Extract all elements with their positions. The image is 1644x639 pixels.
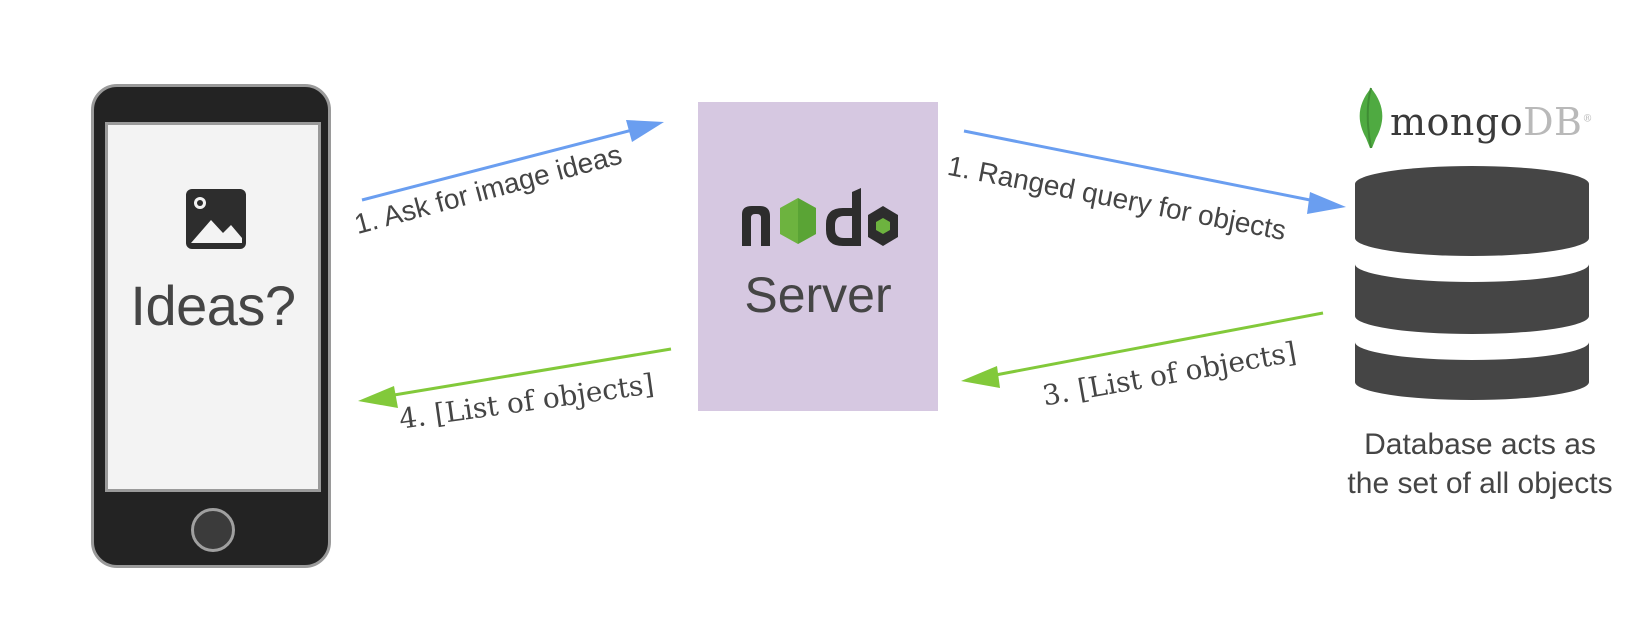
- query-arrow: [963, 129, 1321, 204]
- server-label: Server: [744, 267, 892, 323]
- server-box: Server: [698, 102, 938, 411]
- db-return-arrowhead: [961, 366, 1000, 388]
- phone: Ideas?: [91, 84, 331, 568]
- phone-screen: Ideas?: [105, 122, 321, 492]
- server-return-arrowhead: [358, 386, 398, 408]
- mongo-registered-mark: ®: [1582, 113, 1593, 125]
- home-button[interactable]: [191, 508, 235, 552]
- database-caption-line1: Database acts as: [1364, 428, 1596, 461]
- database-icon: [1355, 166, 1589, 400]
- image-icon: [186, 189, 246, 249]
- database-caption: Database acts as the set of all objects: [1310, 425, 1644, 503]
- database-caption-line2: the set of all objects: [1347, 467, 1613, 500]
- ask-arrow: [361, 126, 641, 202]
- mongodb-wordmark: mongoDB®: [1390, 100, 1593, 144]
- nodejs-logo: [742, 188, 898, 246]
- mongodb-leaf-icon: [1359, 87, 1383, 149]
- server-return-arrow: [381, 347, 672, 399]
- query-arrowhead: [1307, 192, 1346, 214]
- phone-ideas-text: Ideas?: [130, 274, 296, 337]
- mongo-text: mongo: [1390, 100, 1524, 144]
- mongo-db-text: DB: [1523, 100, 1583, 144]
- db-return-arrow: [984, 311, 1324, 379]
- ask-arrowhead: [626, 120, 664, 142]
